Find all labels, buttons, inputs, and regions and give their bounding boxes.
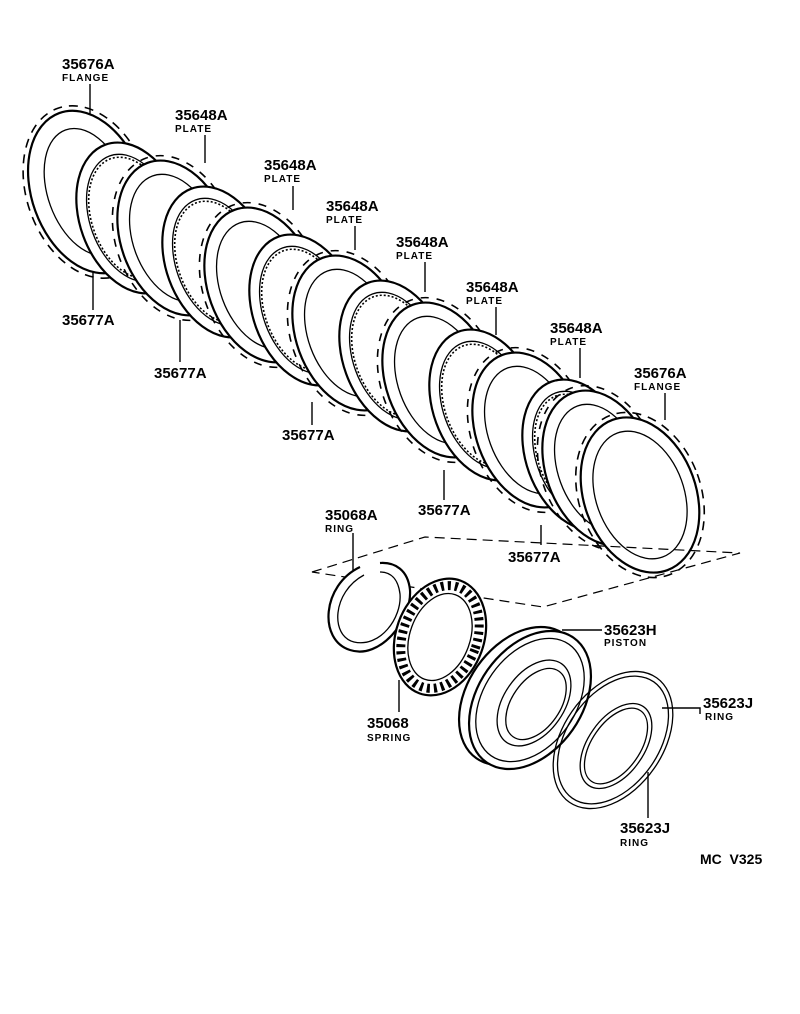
- plate-5-name: PLATE: [466, 296, 503, 307]
- plate-6-part-number: 35648A: [550, 320, 603, 337]
- diagram-code: MC V325: [700, 851, 762, 867]
- label-snap-ring: 35068A RING: [325, 507, 378, 535]
- label-plate-2: 35648A PLATE: [264, 157, 317, 185]
- plate-3-part-number: 35648A: [326, 198, 379, 215]
- plate-5-part-number: 35648A: [466, 279, 519, 296]
- ring-inner-part-number: 35623J: [620, 820, 670, 837]
- spring-part: [392, 577, 488, 697]
- flange-bottom-part-number: 35676A: [634, 365, 687, 382]
- plate-2-part-number: 35648A: [264, 157, 317, 174]
- label-plate-1: 35648A PLATE: [175, 107, 228, 135]
- plate-1-part-number: 35648A: [175, 107, 228, 124]
- label-flange-bottom: 35676A FLANGE: [634, 365, 687, 393]
- plate-1-name: PLATE: [175, 124, 212, 135]
- disc-2-part-number: 35677A: [154, 365, 207, 382]
- ring-outer-part-number: 35623J: [703, 695, 753, 712]
- label-ring-inner: 35623J RING: [620, 820, 670, 849]
- group-boundary: [311, 536, 741, 608]
- snap-ring-name: RING: [325, 524, 354, 535]
- flange-top-part-number: 35676A: [62, 56, 115, 73]
- ring-outer-part: [552, 670, 674, 810]
- label-plate-5: 35648A PLATE: [466, 279, 519, 307]
- ring-inner-part: [579, 702, 653, 790]
- ring-inner-name: RING: [620, 838, 649, 849]
- piston-part-number: 35623H: [604, 622, 657, 639]
- label-plate-6: 35648A PLATE: [550, 320, 603, 348]
- plate-4-name: PLATE: [396, 251, 433, 262]
- disc-5-part-number: 35677A: [508, 549, 561, 566]
- spring-name: SPRING: [367, 733, 411, 744]
- plate-2-name: PLATE: [264, 174, 301, 185]
- piston-name: PISTON: [604, 638, 647, 649]
- plate-6-name: PLATE: [550, 337, 587, 348]
- spring-part-number: 35068: [367, 715, 409, 732]
- flange-bottom-part: [574, 411, 706, 579]
- label-ring-outer: 35623J RING: [703, 695, 753, 723]
- leader-lines: [89, 84, 701, 818]
- plate-4-part-number: 35648A: [396, 234, 449, 251]
- label-piston: 35623H PISTON: [604, 622, 657, 649]
- disc-1-part-number: 35677A: [62, 312, 115, 329]
- disc-3-part-number: 35677A: [282, 427, 335, 444]
- flange-top-name: FLANGE: [62, 73, 109, 84]
- ring-outer-name: RING: [705, 712, 734, 723]
- label-spring: 35068 SPRING: [367, 715, 411, 744]
- flange-bottom-name: FLANGE: [634, 382, 681, 393]
- disc-4-part-number: 35677A: [418, 502, 471, 519]
- piston-part: [457, 625, 593, 771]
- snap-ring-part: [327, 561, 412, 653]
- plate-3-name: PLATE: [326, 215, 363, 226]
- label-plate-3: 35648A PLATE: [326, 198, 379, 226]
- label-plate-4: 35648A PLATE: [396, 234, 449, 262]
- label-flange-top: 35676A FLANGE: [62, 56, 115, 84]
- snap-ring-part-number: 35068A: [325, 507, 378, 524]
